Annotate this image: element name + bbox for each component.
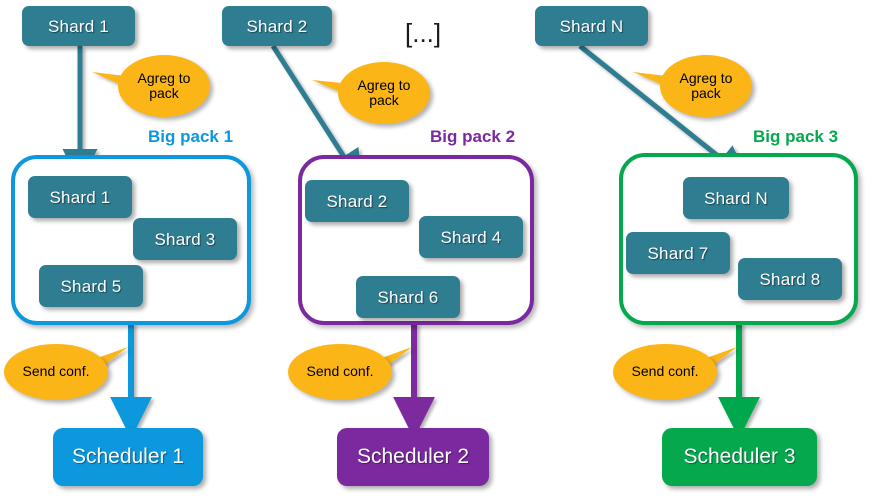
pack3-shard-n-label: Shard N [704,188,768,208]
pack2-shard-4-label: Shard 4 [440,227,502,247]
pack2-shard-2[interactable]: Shard 2 [305,180,409,222]
ellipsis-placeholder: [...] [405,18,442,48]
scheduler-2-label: Scheduler 2 [356,445,470,468]
scheduler-1-label: Scheduler 1 [71,445,185,468]
source-shard-1-label: Shard 1 [48,16,109,36]
callout-send-1-label: Send conf. [22,363,90,380]
source-shard-n-label: Shard N [559,16,624,36]
pack1-shard-5-label: Shard 5 [60,276,122,296]
pack3-shard-7-label: Shard 7 [647,243,709,263]
scheduler-1[interactable]: Scheduler 1 [53,428,203,486]
pack1-shard-1-label: Shard 1 [49,187,111,207]
callout-agreg-1-label: Agreg to pack [137,69,191,101]
pack3-shard-8[interactable]: Shard 8 [738,258,842,300]
pack-label-big-pack-3: Big pack 3 [753,127,839,146]
pack3-shard-8-label: Shard 8 [759,269,821,289]
pack1-shard-3[interactable]: Shard 3 [133,218,237,260]
callout-agreg-2-label: Agreg to pack [357,76,411,108]
pack2-shard-6[interactable]: Shard 6 [356,276,460,318]
scheduler-2[interactable]: Scheduler 2 [337,428,489,486]
pack2-shard-6-label: Shard 6 [377,287,439,307]
pack1-shard-3-label: Shard 3 [154,229,216,249]
pack3-shard-7[interactable]: Shard 7 [626,232,730,274]
callout-send-conf-3: Send conf. [613,344,717,400]
scheduler-3-label: Scheduler 3 [683,445,796,468]
pack3-shard-n[interactable]: Shard N [683,177,789,219]
callout-agreg-to-pack-1: Agreg to pack [118,55,210,117]
pack-label-big-pack-1: Big pack 1 [148,127,234,146]
source-shard-1[interactable]: Shard 1 [22,6,135,46]
source-shard-2[interactable]: Shard 2 [222,6,332,46]
scheduler-3[interactable]: Scheduler 3 [662,428,817,486]
source-shard-n[interactable]: Shard N [535,6,648,46]
pack2-shard-4[interactable]: Shard 4 [419,216,523,258]
pack2-shard-2-label: Shard 2 [326,191,388,211]
callout-agreg-3-label: Agreg to pack [679,69,733,101]
callout-agreg-to-pack-3: Agreg to pack [660,55,752,117]
pack1-shard-5[interactable]: Shard 5 [39,265,143,307]
callout-send-conf-1: Send conf. [4,344,108,400]
source-shard-2-label: Shard 2 [246,16,308,36]
callout-send-3-label: Send conf. [631,363,699,380]
callout-agreg-to-pack-2: Agreg to pack [338,62,430,124]
callout-send-conf-2: Send conf. [288,344,392,400]
pack1-shard-1[interactable]: Shard 1 [28,176,132,218]
callout-send-2-label: Send conf. [306,363,374,380]
pack-label-big-pack-2: Big pack 2 [430,127,516,146]
